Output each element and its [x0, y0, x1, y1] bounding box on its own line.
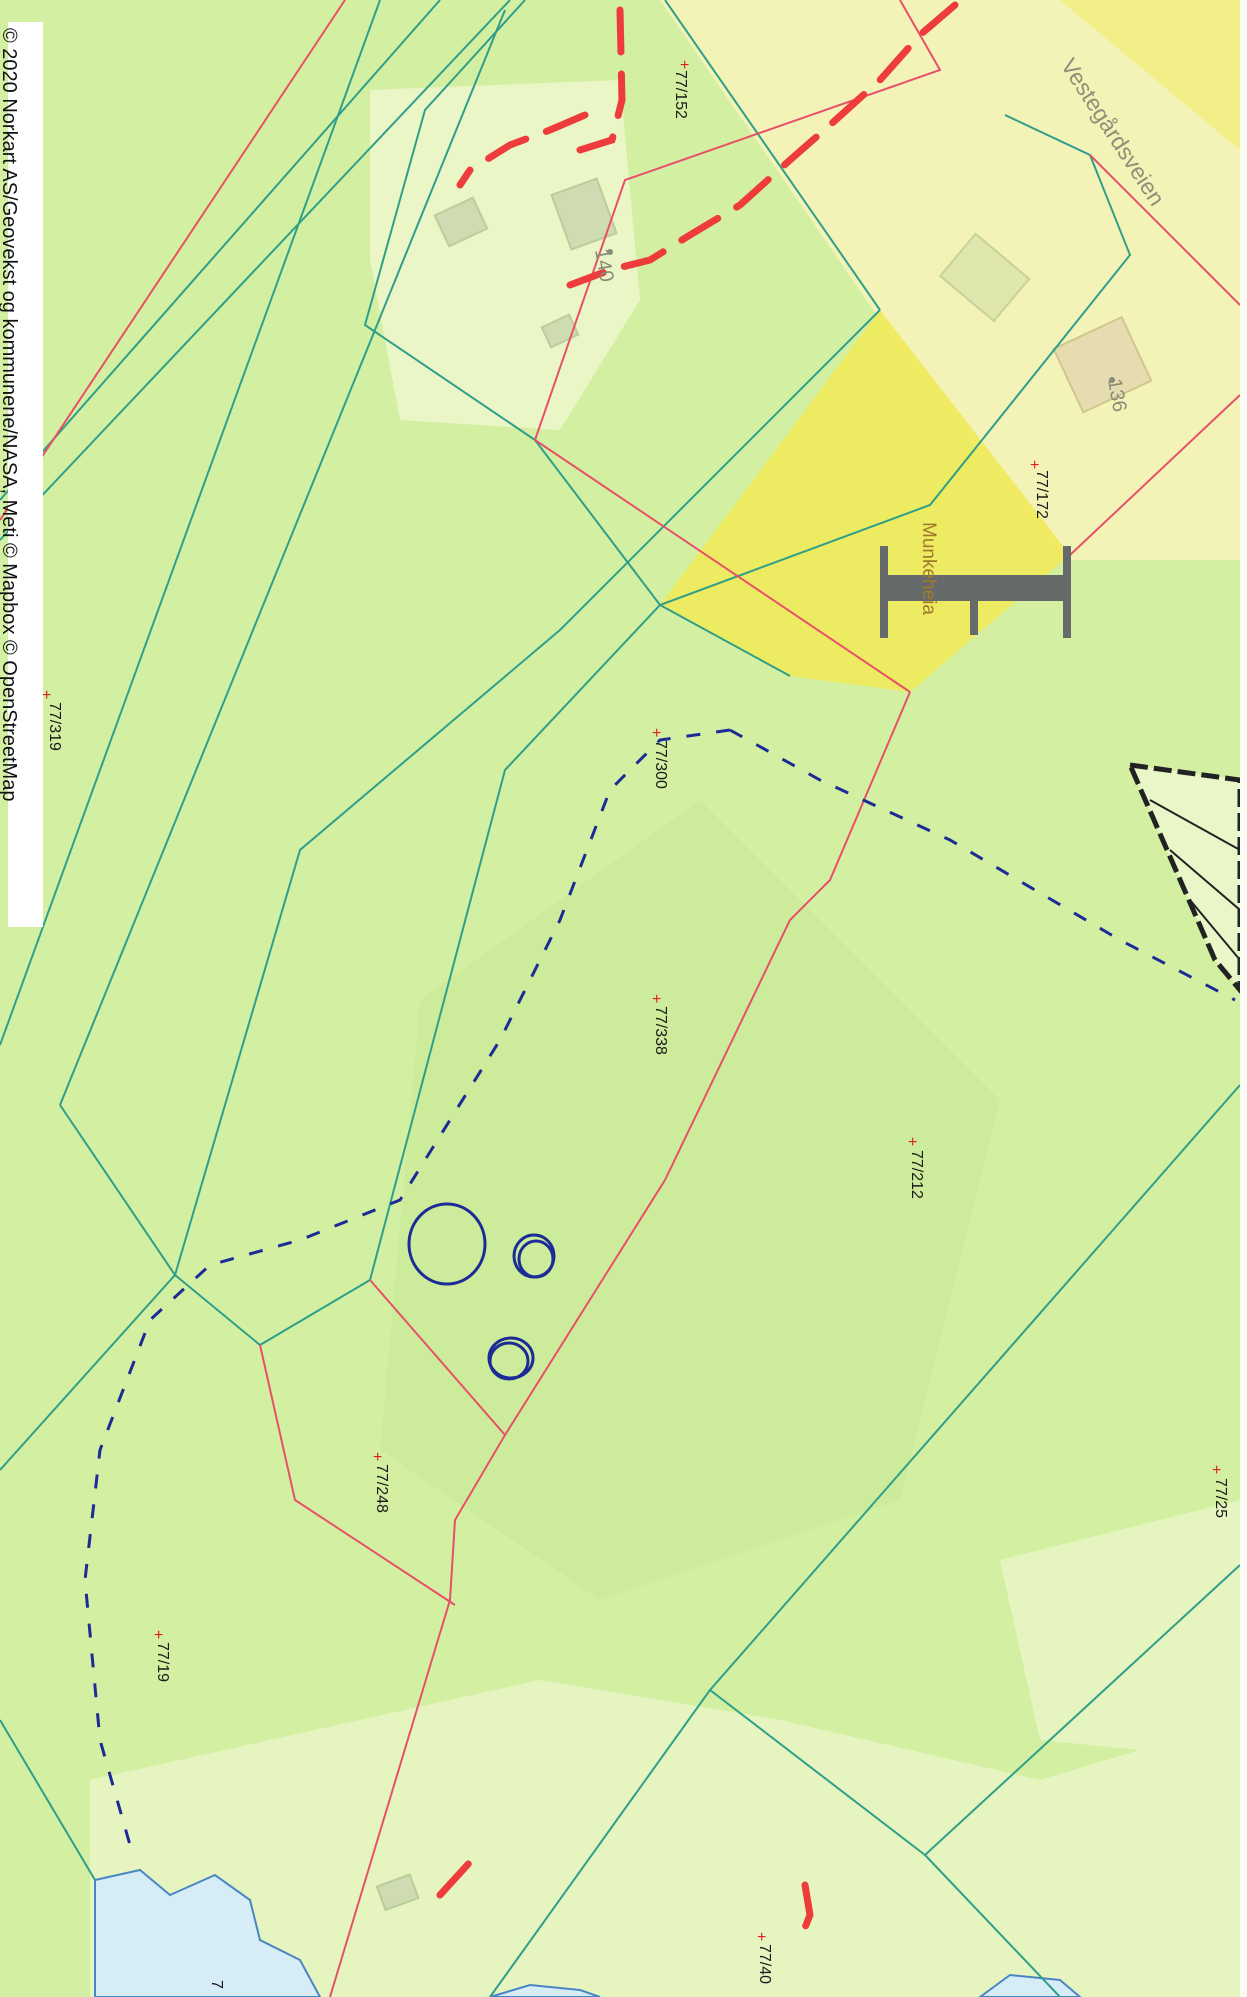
svg-text:+: + — [652, 725, 661, 742]
hatched-zone — [1125, 761, 1240, 994]
pen-circles — [407, 1202, 556, 1381]
svg-text:+: + — [1030, 457, 1039, 474]
address-dot-140 — [607, 249, 613, 255]
forest-dense-area — [380, 800, 1000, 1600]
svg-text:+: + — [680, 57, 689, 74]
svg-text:+: + — [757, 1929, 766, 1946]
open-land-right — [1000, 1500, 1240, 1760]
parcel-label-77-338: 77/338 — [652, 1006, 669, 1055]
parcel-label-77-25: 77/25 — [1212, 1478, 1229, 1518]
parcel-label-77-248: 77/248 — [373, 1464, 390, 1513]
svg-text:+: + — [373, 1449, 382, 1466]
parcel-label-77-172: 77/172 — [1033, 470, 1050, 519]
blue-dashed-track — [83, 728, 1236, 1846]
svg-text:+: + — [1212, 1462, 1221, 1479]
svg-text:+: + — [652, 991, 661, 1008]
map-attribution[interactable]: © 2020 Norkart AS/Geovekst og kommunene/… — [0, 28, 20, 802]
parcel-label-77-300: 77/300 — [652, 740, 669, 789]
lake — [94, 1868, 322, 1997]
red-marker-lines — [436, 1, 959, 1944]
parcel-label-77-40: 77/40 — [756, 1944, 773, 1984]
buildings — [375, 177, 1153, 1912]
place-label: Munkeheia — [918, 522, 939, 615]
address-dot-136 — [1109, 377, 1115, 383]
svg-text:+: + — [908, 1134, 917, 1151]
svg-text:+: + — [154, 1627, 163, 1644]
barrier-symbol — [880, 546, 1071, 638]
lake-edge — [489, 1983, 601, 1997]
residential-zone-bright — [1060, 0, 1240, 150]
attribution-background — [8, 22, 43, 927]
parcel-label-77-152: 77/152 — [672, 70, 689, 119]
parcel-label-77-19: 77/19 — [154, 1642, 171, 1682]
svg-text:+: + — [42, 687, 51, 704]
parcel-label-77-319: 77/319 — [46, 702, 63, 751]
parcel-label-7: 7 — [208, 1980, 225, 1989]
parcel-label-77-212: 77/212 — [908, 1150, 925, 1199]
parcel-markers: + + + + + + + + + + — [42, 57, 1221, 1946]
open-land-bottom — [90, 1680, 1240, 1997]
open-land — [370, 80, 640, 430]
